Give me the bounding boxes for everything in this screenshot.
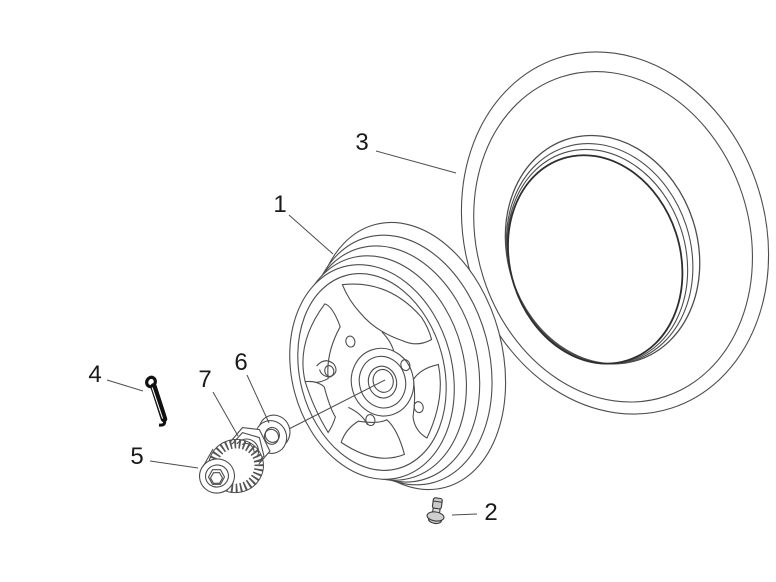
valve-cap xyxy=(431,497,443,510)
tire-line xyxy=(507,154,684,365)
valve-stem-line xyxy=(433,500,443,503)
leader-line-6 xyxy=(246,374,270,424)
cutout-hook-detail xyxy=(316,360,337,378)
callout-number-6: 6 xyxy=(234,349,248,376)
hub-bore-inner xyxy=(372,368,394,393)
spoke-cutout-lower-left xyxy=(304,380,337,434)
bolt-hole xyxy=(413,401,424,414)
cotter-pin-line xyxy=(150,383,168,423)
bolt-hole xyxy=(400,359,411,372)
hub-ring-mid xyxy=(358,355,407,409)
callout-number-5: 5 xyxy=(130,443,144,470)
cotter-pin-line xyxy=(158,418,167,427)
ring-nut xyxy=(198,438,264,494)
tire-line xyxy=(473,71,753,403)
bolt-hole xyxy=(345,335,356,348)
valve-flange xyxy=(426,511,445,522)
wheel-face-details xyxy=(297,273,447,471)
tire xyxy=(460,51,770,415)
washer-line xyxy=(264,426,280,443)
ring-nut-line xyxy=(204,464,230,488)
spoke-cutout-right xyxy=(412,363,441,439)
valve-stem xyxy=(426,497,445,525)
cotter-pin-line xyxy=(151,387,164,419)
leader-line-7 xyxy=(212,391,239,437)
spoke-cutout-upper-left xyxy=(302,303,341,383)
ring-nut-hex-socket-depth xyxy=(209,472,224,484)
callout-number-2: 2 xyxy=(484,499,498,526)
ring-nut-line xyxy=(203,448,214,466)
cotter-pin xyxy=(145,375,168,427)
wheel-face-details-line xyxy=(297,273,447,471)
callout-number-7: 7 xyxy=(198,366,212,393)
bolt-hole xyxy=(324,365,335,378)
callout-number-4: 4 xyxy=(88,361,102,388)
leader-line-4 xyxy=(106,379,144,392)
leader-line-2 xyxy=(451,513,478,516)
hub-bore xyxy=(367,365,398,399)
leader-line-1 xyxy=(288,214,334,255)
callout-number-3: 3 xyxy=(355,129,369,156)
hub-ring-outer xyxy=(350,347,415,417)
callout-number-1: 1 xyxy=(273,191,287,218)
washer-line xyxy=(263,428,280,445)
wheel-rim xyxy=(289,221,507,491)
bolt-hole xyxy=(365,414,376,427)
axle-centerline xyxy=(282,379,386,433)
leader-line-3 xyxy=(375,150,457,174)
spoke-cutout-bottom xyxy=(340,419,406,459)
spoke-cutout-top xyxy=(341,283,433,345)
leader-line-5 xyxy=(149,460,199,469)
leader-lines xyxy=(106,150,478,516)
